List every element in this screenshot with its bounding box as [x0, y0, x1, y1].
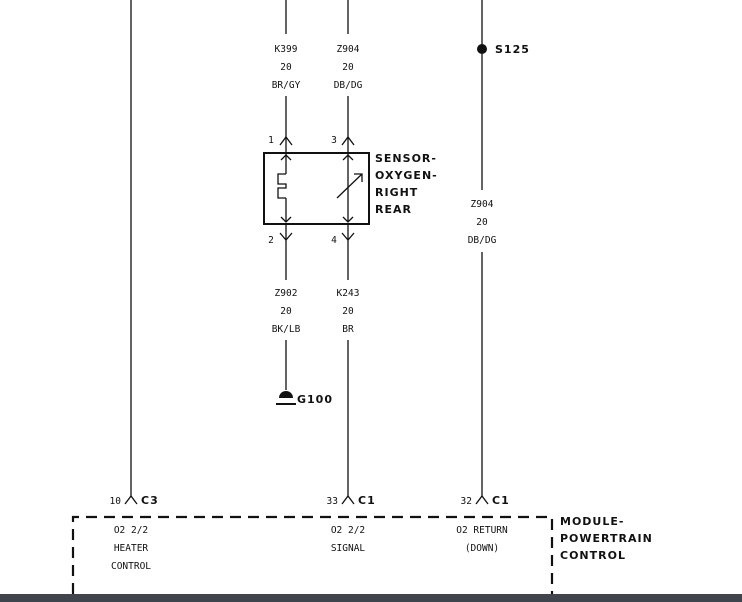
wire-z904-right-gauge: 20 — [476, 217, 488, 228]
wire-z902-gauge: 20 — [280, 306, 292, 317]
sensor-name-line-4: REAR — [375, 203, 412, 216]
pcm-pin-32-num: 32 — [461, 496, 472, 507]
wire-heater-control — [124, 0, 138, 505]
sensor-name-line-2: OXYGEN- — [375, 169, 438, 182]
sensor-pin-1: 1 — [268, 135, 274, 146]
wire-z904-left-color: DB/DG — [334, 80, 363, 91]
wire-k243-color: BR — [342, 324, 354, 335]
wire-k399-gauge: 20 — [280, 62, 292, 73]
pcm-pin-32-desc-1: O2 RETURN — [456, 525, 508, 536]
wire-z904-left: Z904 20 DB/DG — [334, 0, 363, 155]
pcm-pin-32-conn: C1 — [492, 494, 510, 507]
wire-k399: K399 20 BR/GY — [272, 0, 301, 155]
wire-k399-circuit: K399 — [275, 44, 298, 55]
wire-z904-left-gauge: 20 — [342, 62, 354, 73]
pcm-pin-33-desc-2: SIGNAL — [331, 543, 366, 554]
sensor-pin-4: 4 — [331, 235, 337, 246]
pcm-pin-10-desc-2: HEATER — [114, 543, 149, 554]
pcm-pin-10-conn: C3 — [141, 494, 159, 507]
wire-z904-right-circuit: Z904 — [471, 199, 494, 210]
pcm-pin-33-conn: C1 — [358, 494, 376, 507]
wire-z902: Z902 20 BK/LB — [272, 224, 301, 390]
pcm-box — [71, 515, 554, 594]
wire-z904-left-circuit: Z904 — [337, 44, 360, 55]
pcm-pin-10-desc-1: O2 2/2 — [114, 525, 148, 536]
oxygen-sensor — [263, 152, 370, 225]
pcm-pin-10-num: 10 — [110, 496, 122, 507]
module-name-line-2: POWERTRAIN — [560, 532, 653, 545]
sensor-pin-3: 3 — [331, 135, 337, 146]
wire-k399-color: BR/GY — [272, 80, 301, 91]
module-name-line-3: CONTROL — [560, 549, 626, 562]
pcm-pin-10-desc-3: CONTROL — [111, 561, 151, 572]
module-name-line-1: MODULE- — [560, 515, 624, 528]
wire-k243-gauge: 20 — [342, 306, 354, 317]
bottom-bar — [0, 594, 742, 602]
wire-z902-color: BK/LB — [272, 324, 301, 335]
wire-z902-circuit: Z902 — [275, 288, 298, 299]
wire-k243: K243 20 BR — [337, 224, 360, 505]
splice-label: S125 — [495, 43, 530, 56]
pcm-pin-33-num: 33 — [327, 496, 338, 507]
sensor-name-line-3: RIGHT — [375, 186, 418, 199]
splice-dot — [477, 44, 487, 54]
sensor-pin-2: 2 — [268, 235, 274, 246]
ground-symbol — [276, 391, 296, 405]
pcm-pin-33-desc-1: O2 2/2 — [331, 525, 365, 536]
wire-z904-right: Z904 20 DB/DG — [468, 0, 497, 505]
wire-z904-right-color: DB/DG — [468, 235, 497, 246]
wire-k243-circuit: K243 — [337, 288, 360, 299]
pcm-pin-32-desc-2: (DOWN) — [465, 543, 499, 554]
sensor-name-line-1: SENSOR- — [375, 152, 437, 165]
ground-label: G100 — [297, 393, 333, 406]
